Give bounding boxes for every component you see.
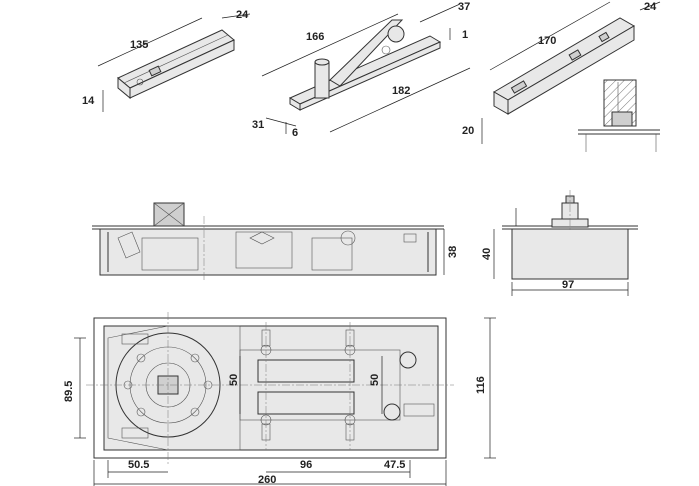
dim-left-width: 24 bbox=[236, 9, 249, 21]
end-view bbox=[493, 190, 638, 296]
top-arm bbox=[481, 1, 661, 144]
dim-left-length: 135 bbox=[130, 39, 148, 51]
dim-plan-total: 260 bbox=[258, 474, 276, 486]
dim-plan-right: 47.5 bbox=[384, 459, 405, 471]
dim-end-width: 97 bbox=[562, 279, 574, 291]
dim-mid-top: 37 bbox=[458, 1, 470, 13]
installation-detail bbox=[578, 79, 660, 152]
plan-view bbox=[74, 312, 496, 486]
dim-right-length: 170 bbox=[538, 35, 556, 47]
dim-plan-offset: 50.5 bbox=[128, 459, 149, 471]
top-plate-bracket bbox=[97, 13, 251, 112]
dim-plan-spacing-right: 50 bbox=[369, 374, 381, 386]
dim-mid-base: 31 bbox=[252, 119, 264, 131]
dim-plan-spacing-left: 50 bbox=[228, 374, 240, 386]
dim-end-height: 40 bbox=[481, 248, 493, 260]
dim-plan-center: 96 bbox=[300, 459, 312, 471]
dim-side-height: 38 bbox=[447, 246, 459, 258]
top-pivot-plate bbox=[261, 3, 471, 134]
dim-left-height: 14 bbox=[82, 95, 95, 107]
dim-right-width: 24 bbox=[644, 1, 657, 13]
dim-plan-right-height: 116 bbox=[475, 376, 487, 394]
dim-right-height: 20 bbox=[462, 125, 474, 137]
dim-mid-small: 6 bbox=[292, 127, 298, 139]
side-view bbox=[92, 202, 445, 282]
dim-plan-left-height: 89.5 bbox=[63, 381, 75, 402]
dim-mid-total: 182 bbox=[392, 85, 410, 97]
dim-mid-length: 166 bbox=[306, 31, 324, 43]
dim-mid-thick: 1 bbox=[462, 29, 468, 41]
